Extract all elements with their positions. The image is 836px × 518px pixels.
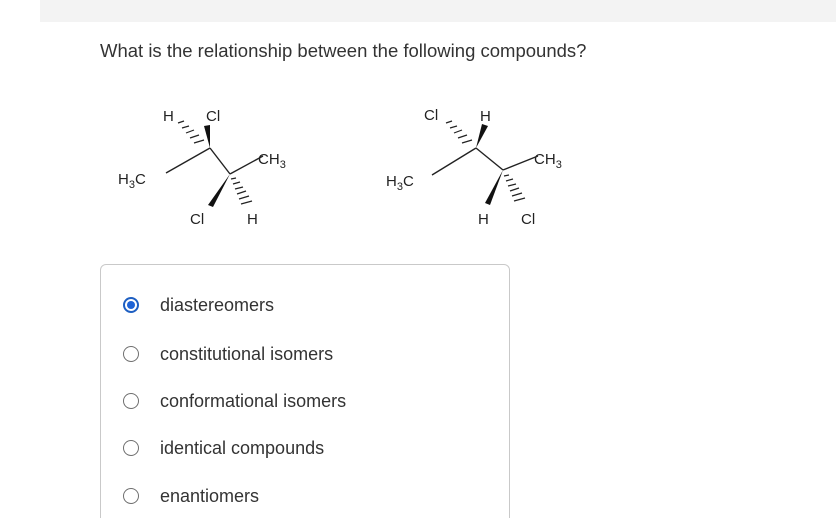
hash-bond — [503, 174, 526, 202]
option-constitutional-isomers[interactable]: constitutional isomers — [123, 340, 333, 368]
bond — [431, 147, 477, 176]
wedge-bond — [476, 124, 488, 148]
option-label: identical compounds — [160, 437, 325, 458]
bond — [502, 155, 539, 171]
radio-button[interactable] — [123, 488, 139, 504]
atom-label: H — [163, 108, 174, 125]
wedge-bond — [208, 174, 230, 207]
atom-label: H — [478, 211, 489, 228]
atom-label: H3C — [118, 171, 146, 191]
bond — [229, 155, 264, 175]
option-label: diastereomers — [160, 294, 275, 315]
option-diastereomers[interactable]: diastereomers — [123, 291, 274, 319]
option-enantiomers[interactable]: enantiomers — [123, 482, 259, 510]
atom-label: H — [247, 211, 258, 228]
atom-label: Cl — [190, 211, 204, 228]
atom-label: Cl — [206, 108, 220, 125]
hash-bond — [445, 120, 473, 144]
answer-options: diastereomers constitutional isomers con… — [100, 264, 510, 518]
bond — [475, 147, 504, 171]
radio-button[interactable] — [123, 440, 139, 456]
top-bar — [40, 0, 836, 22]
atom-label: CH3 — [258, 151, 286, 171]
atom-label: Cl — [424, 107, 438, 124]
hash-bond — [177, 120, 205, 144]
option-label: constitutional isomers — [160, 343, 334, 364]
radio-button[interactable] — [123, 346, 139, 362]
compound-left: H Cl H3C CH3 Cl H — [118, 108, 286, 228]
option-identical-compounds[interactable]: identical compounds — [123, 434, 324, 462]
compounds-figure: H Cl H3C CH3 Cl H — [118, 107, 562, 228]
option-label: enantiomers — [160, 485, 260, 506]
atom-label: Cl — [521, 211, 535, 228]
option-conformational-isomers[interactable]: conformational isomers — [123, 387, 346, 415]
radio-button[interactable] — [123, 393, 139, 409]
bond — [165, 147, 211, 174]
atom-label: H3C — [386, 173, 414, 193]
wedge-bond — [204, 125, 210, 148]
hash-bond — [230, 177, 253, 205]
atom-label: CH3 — [534, 151, 562, 171]
atom-label: H — [480, 108, 491, 125]
radio-button-selected[interactable] — [123, 297, 139, 313]
option-label: conformational isomers — [160, 390, 347, 411]
question-text: What is the relationship between the fol… — [100, 40, 587, 61]
compound-right: Cl H H3C CH3 H Cl — [386, 107, 562, 228]
wedge-bond — [485, 170, 503, 205]
bond — [209, 147, 231, 175]
